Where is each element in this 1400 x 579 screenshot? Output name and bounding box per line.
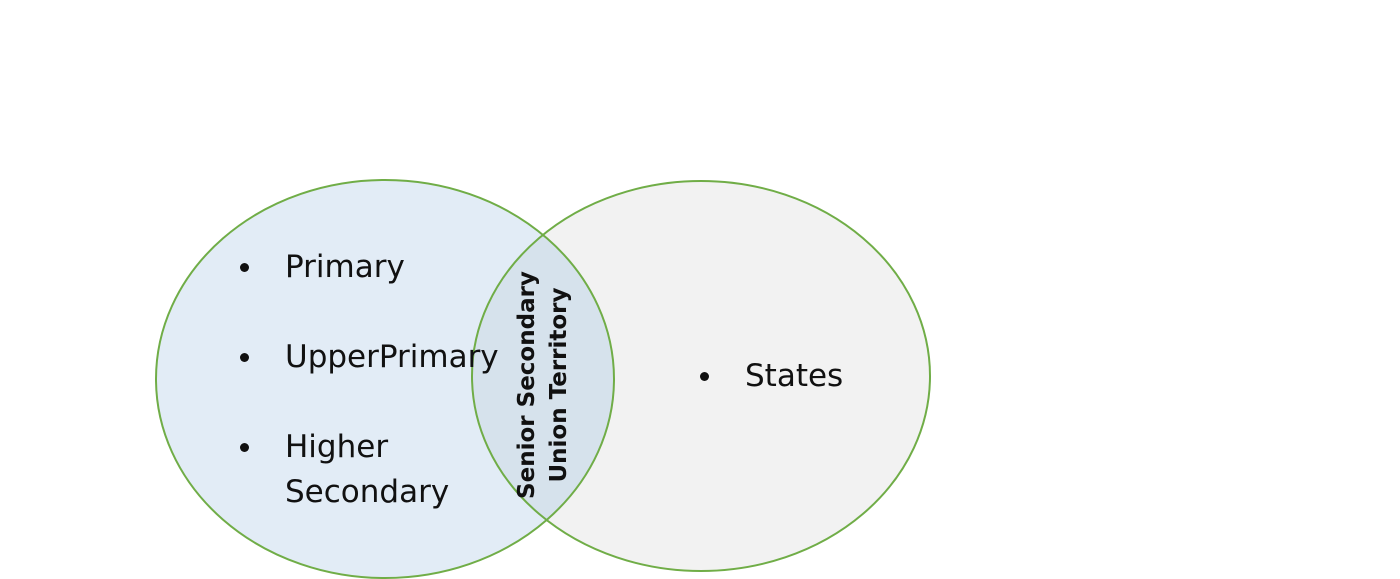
right-circle-outline bbox=[471, 180, 931, 572]
bullet-icon bbox=[240, 353, 249, 362]
right-item-label: States bbox=[745, 358, 844, 394]
left-item-higher-secondary: Higher Secondary bbox=[240, 425, 449, 515]
left-item-upperprimary: UpperPrimary bbox=[240, 335, 499, 380]
bullet-icon bbox=[700, 372, 709, 381]
left-circle bbox=[156, 180, 614, 578]
left-circle-outline bbox=[155, 179, 615, 579]
overlap-label-line2: Union Territory bbox=[546, 287, 572, 483]
left-item-primary: Primary bbox=[240, 245, 405, 290]
overlap-label: Senior Secondary Union Territory bbox=[511, 271, 575, 499]
left-item-label: Higher Secondary bbox=[285, 429, 450, 510]
right-item-states: States bbox=[700, 354, 843, 399]
left-item-label: Primary bbox=[285, 249, 405, 285]
overlap-label-line1: Senior Secondary bbox=[514, 271, 540, 499]
bullet-icon bbox=[240, 443, 249, 452]
left-item-label: UpperPrimary bbox=[285, 339, 499, 375]
bullet-icon bbox=[240, 263, 249, 272]
